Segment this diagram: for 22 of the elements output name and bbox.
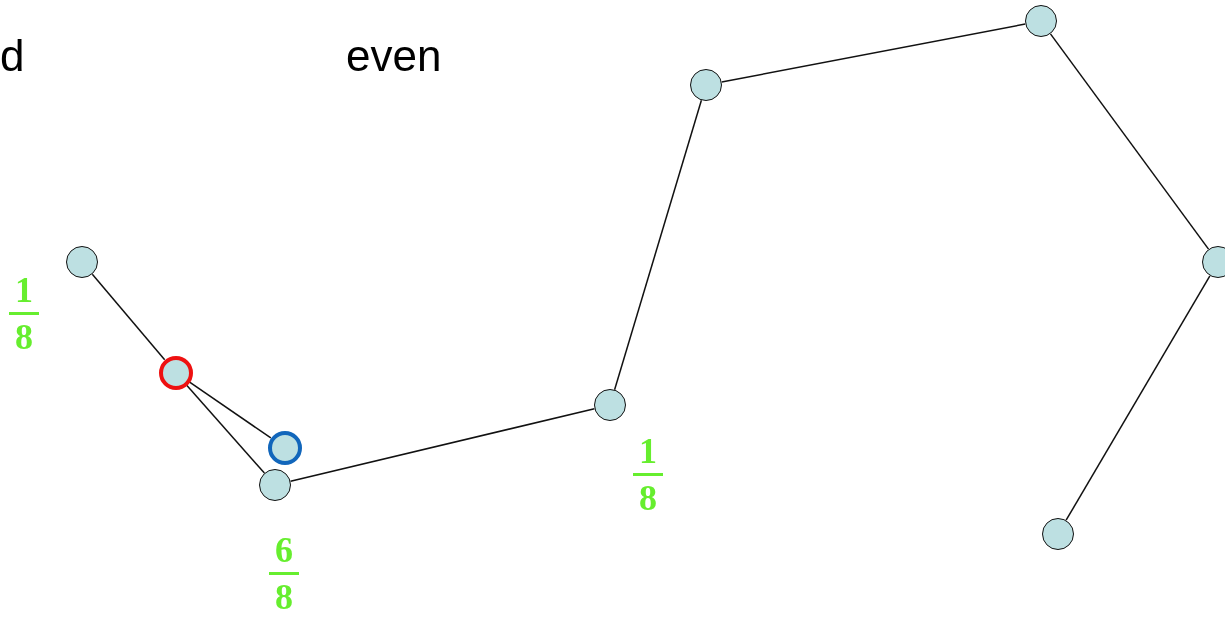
graph-vertex [1202,246,1225,278]
graph-vertex [594,389,626,421]
graph-vertex [1025,5,1057,37]
graph-vertex [1042,518,1074,550]
connector-line [720,23,1027,83]
connector-line [613,99,703,391]
fraction-label: 6 8 [269,532,299,615]
connector-line [91,273,166,361]
fraction-label: 1 8 [633,433,663,516]
fraction-label: 1 8 [9,272,39,355]
connector-line [1065,275,1211,521]
connector-line [184,383,266,474]
connector-line [187,380,272,439]
connector-line [289,407,596,483]
graph-vertex [690,69,722,101]
graph-vertex [66,246,98,278]
graph-vertex [268,431,302,465]
graph-vertex [159,356,193,390]
heading-label: even [346,34,442,78]
heading-label: d [0,34,25,78]
connector-line [1049,33,1210,250]
graph-vertex [259,469,291,501]
